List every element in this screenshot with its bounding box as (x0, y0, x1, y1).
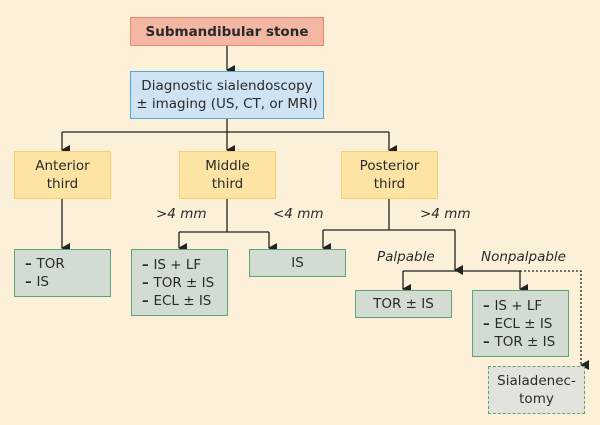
middle-treatment-item: ECL ± IS (142, 292, 214, 310)
label-lt-4mm: <4 mm (273, 206, 324, 222)
label-palpable: Palpable (377, 249, 435, 265)
nonpalpable-treatment-item: ECL ± IS (483, 315, 555, 333)
middle-line1: Middle (205, 158, 250, 174)
start-node-label: Submandibular stone (145, 23, 309, 40)
label-posterior-gt-4mm: >4 mm (420, 206, 471, 222)
anterior-line1: Anterior (35, 158, 90, 174)
label-middle-gt-4mm: >4 mm (156, 206, 207, 222)
diagnostic-line2: ± imaging (US, CT, or MRI) (136, 96, 318, 112)
small-stone-treatment-node: IS (249, 249, 346, 277)
middle-large-treatment-node: IS + LF TOR ± IS ECL ± IS (131, 249, 228, 316)
nonpalpable-treatment-item: TOR ± IS (483, 333, 555, 351)
nonpalpable-treatment-item: IS + LF (483, 297, 555, 315)
start-node: Submandibular stone (130, 17, 324, 46)
sialadenectomy-line1: Sialadenec- (497, 373, 576, 389)
middle-line2: third (211, 176, 244, 192)
middle-treatment-item: IS + LF (142, 256, 214, 274)
sialadenectomy-line2: tomy (519, 391, 554, 407)
anterior-treatment-item: TOR (25, 255, 64, 273)
small-treatment-label: IS (291, 255, 304, 271)
posterior-line2: third (373, 176, 406, 192)
label-nonpalpable: Nonpalpable (481, 249, 566, 265)
middle-third-node: Middle third (179, 151, 276, 199)
anterior-line2: third (46, 176, 79, 192)
posterior-line1: Posterior (359, 158, 420, 174)
sialadenectomy-node: Sialadenec- tomy (488, 366, 585, 414)
palpable-treatment-label: TOR ± IS (373, 296, 434, 312)
palpable-treatment-node: TOR ± IS (355, 290, 452, 318)
nonpalpable-treatment-node: IS + LF ECL ± IS TOR ± IS (472, 290, 569, 357)
anterior-treatment-node: TOR IS (14, 249, 111, 297)
anterior-third-node: Anterior third (14, 151, 111, 199)
posterior-third-node: Posterior third (341, 151, 438, 199)
edge-sialadenectomy (520, 270, 589, 370)
diagnostic-node: Diagnostic sialendoscopy ± imaging (US, … (130, 71, 324, 119)
diagnostic-line1: Diagnostic sialendoscopy (141, 78, 313, 94)
anterior-treatment-item: IS (25, 273, 65, 291)
middle-treatment-item: TOR ± IS (142, 274, 214, 292)
